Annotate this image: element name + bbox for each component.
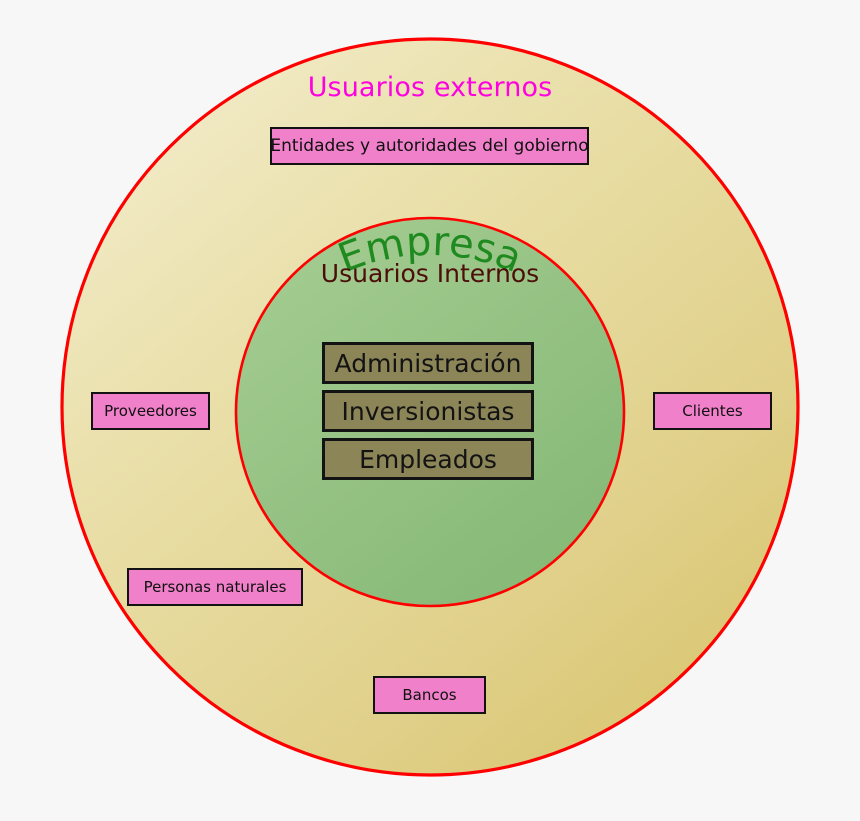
external-box-personas-naturales[interactable]: Personas naturales <box>127 568 303 606</box>
external-box-label: Bancos <box>402 686 457 704</box>
external-box-label: Clientes <box>682 402 743 420</box>
internal-box-label: Inversionistas <box>341 396 515 426</box>
internal-box-label: Empleados <box>359 444 497 474</box>
external-box-bancos[interactable]: Bancos <box>373 676 486 714</box>
internal-box-empleados[interactable]: Empleados <box>322 438 534 480</box>
internal-box-label: Administración <box>334 348 522 378</box>
inner-circle-title: Usuarios Internos <box>320 259 540 288</box>
outer-circle-title: Usuarios externos <box>307 72 553 103</box>
internal-box-administracion[interactable]: Administración <box>322 342 534 384</box>
external-box-entidades-gobierno[interactable]: Entidades y autoridades del gobierno <box>270 127 589 165</box>
external-box-proveedores[interactable]: Proveedores <box>91 392 210 430</box>
internal-box-inversionistas[interactable]: Inversionistas <box>322 390 534 432</box>
external-box-label: Proveedores <box>104 402 197 420</box>
external-box-label: Personas naturales <box>143 578 287 596</box>
external-box-label: Entidades y autoridades del gobierno <box>270 136 589 156</box>
external-box-clientes[interactable]: Clientes <box>653 392 772 430</box>
